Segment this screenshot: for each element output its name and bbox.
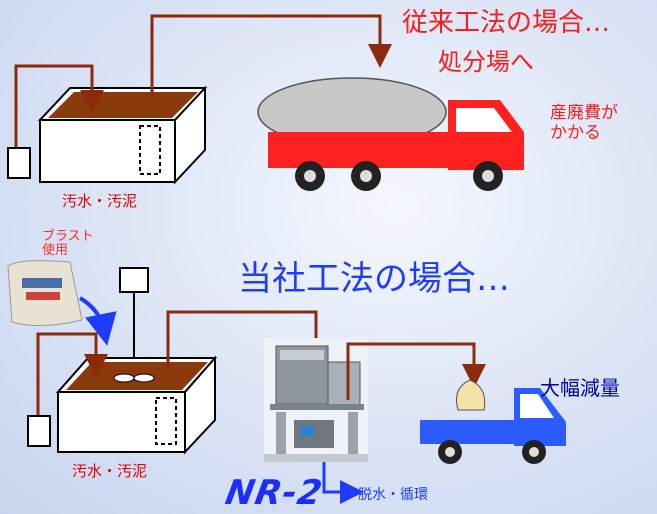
blast-line-2: 使用 (42, 243, 69, 259)
bottom-sludge-tank (55, 355, 218, 455)
nr2-machine-name: NR-2 (222, 473, 326, 513)
nr2-machine (264, 338, 368, 462)
top-sludge-tank (37, 85, 208, 185)
conventional-subtitle: 処分場へ (438, 48, 534, 76)
cost-line-1: 産廃費が (550, 103, 618, 123)
top-pump-box (7, 147, 31, 179)
disposal-cost-label: 産廃費が かかる (550, 103, 618, 143)
blue-truck (420, 379, 566, 464)
tanker-truck (257, 77, 524, 191)
nr2-output-pipe (346, 342, 486, 400)
blast-bag (7, 260, 83, 327)
dewater-arrow (322, 462, 364, 504)
bottom-pump-box (27, 415, 51, 447)
bottom-pump-pipe (36, 332, 108, 416)
top-tank-label: 汚水・汚泥 (62, 192, 138, 210)
mixer-motor (119, 267, 149, 293)
top-transfer-pipe (150, 14, 392, 100)
bottom-tank-label: 汚水・汚泥 (72, 462, 148, 480)
top-pump-pipe (14, 64, 104, 148)
cost-line-2: かかる (550, 122, 601, 143)
reduction-label: 大幅減量 (540, 376, 620, 400)
dewater-label: 脱水・循環 (358, 487, 428, 503)
bottom-transfer-pipe (166, 310, 328, 372)
blast-line-1: ブラスト (42, 229, 94, 244)
conventional-title: 従来工法の場合… (402, 8, 611, 38)
company-title: 当社工法の場合… (238, 259, 510, 299)
blast-label: ブラスト 使用 (42, 229, 94, 259)
blast-add-arrow (78, 296, 117, 346)
